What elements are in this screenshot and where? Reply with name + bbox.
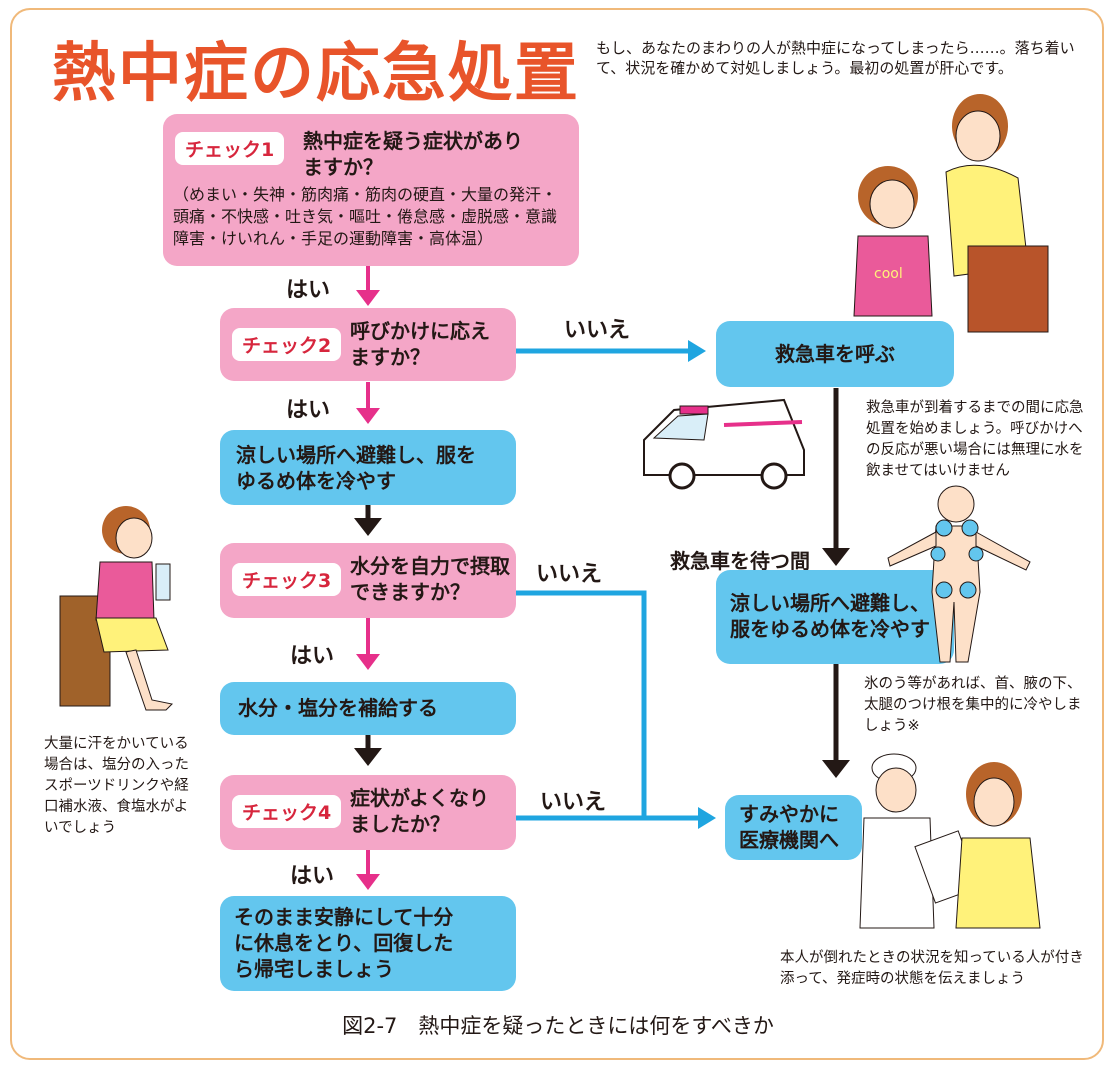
no-label-3: いいえ (540, 790, 607, 815)
yes-label-3: はい (290, 644, 335, 669)
girl-drinking-illustration (59, 506, 174, 711)
body-cooling-points-illustration (887, 485, 1031, 663)
rest-text: そのまま安静にして十分に休息をとり、回復したら帰宅しましょう (234, 905, 454, 981)
check3-box: チェック3 水分を自力で摂取できますか？ (220, 543, 516, 618)
hospital-text: すみやかに医療機関へ (739, 802, 839, 852)
black-arrows (354, 388, 850, 778)
page-frame (10, 8, 1104, 1060)
check1-tag: チェック1 (175, 132, 285, 165)
no-arrows (516, 340, 716, 829)
svg-text:cool: cool (874, 266, 903, 282)
check1-box: チェック1 熱中症を疑う症状がありますか？ （めまい・失神・筋肉痛・筋肉の硬直・… (163, 114, 579, 266)
cool-down-text-right: 涼しい場所へ避難し、服をゆるめ体を冷やす (730, 591, 930, 641)
hydrate-box: 水分・塩分を補給する (220, 682, 516, 735)
page-title: 熱中症の応急処置 (52, 37, 580, 111)
nurse-and-girl-illustration (859, 753, 1041, 929)
ice-note: 氷のう等があれば、首、腋の下、太腿のつけ根を集中的に冷やしましょう※ (864, 676, 1082, 734)
yes-label-1: はい (286, 278, 331, 303)
no-label-2: いいえ (536, 562, 603, 587)
yes-label-2: はい (286, 398, 331, 423)
check2-box: チェック2 呼びかけに応えますか？ (220, 308, 516, 381)
check3-question: 水分を自力で摂取できますか？ (350, 554, 510, 604)
hydrate-text: 水分・塩分を補給する (238, 696, 438, 720)
waiting-label: 救急車を待つ間 (670, 549, 810, 573)
check4-question: 症状がよくなりましたか？ (350, 786, 489, 836)
yes-label-4: はい (290, 864, 335, 889)
cool-down-box-right: 涼しい場所へ避難し、服をゆるめ体を冷やす (716, 570, 954, 664)
cool-down-box-left: 涼しい場所へ避難し、服をゆるめ体を冷やす (220, 430, 516, 505)
intro-text: もし、あなたのまわりの人が熱中症になってしまったら……。落ち着いて、状況を確かめ… (596, 39, 1075, 77)
no-label-1: いいえ (564, 318, 631, 343)
check3-tag: チェック3 (232, 563, 342, 596)
ambulance-box: 救急車を呼ぶ (716, 321, 954, 387)
cool-down-text-left: 涼しい場所へ避難し、服をゆるめ体を冷やす (236, 443, 476, 493)
rest-box: そのまま安静にして十分に休息をとり、回復したら帰宅しましょう (220, 896, 516, 991)
drink-note: 大量に汗をかいている場合は、塩分の入ったスポーツドリンクや経口補水液、食塩水がよ… (44, 736, 189, 836)
hospital-box: すみやかに医療機関へ (725, 795, 862, 860)
ambulance-note: 救急車が到着するまでの間に応急処置を始めましょう。呼びかけへの反応が悪い場合には… (866, 400, 1084, 479)
check4-box: チェック4 症状がよくなりましたか？ (220, 775, 516, 850)
check2-tag: チェック2 (232, 328, 342, 361)
ambulance-illustration (643, 398, 805, 490)
check1-detail: （めまい・失神・筋肉痛・筋肉の硬直・大量の発汗・頭痛・不快感・吐き気・嘔吐・倦怠… (173, 185, 558, 248)
check4-tag: チェック4 (232, 795, 342, 828)
check2-question: 呼びかけに応えますか？ (350, 319, 490, 369)
ambulance-text: 救急車を呼ぶ (775, 342, 895, 366)
sick-girl-and-woman-illustration: cool (853, 94, 1049, 333)
figure-caption: 図2-7 熱中症を疑ったときには何をすべきか (342, 1014, 774, 1038)
check1-question: 熱中症を疑う症状がありますか？ (303, 129, 523, 179)
hospital-note: 本人が倒れたときの状況を知っている人が付き添って、発症時の状態を伝えましょう (780, 950, 1084, 987)
yes-arrows (356, 266, 380, 890)
